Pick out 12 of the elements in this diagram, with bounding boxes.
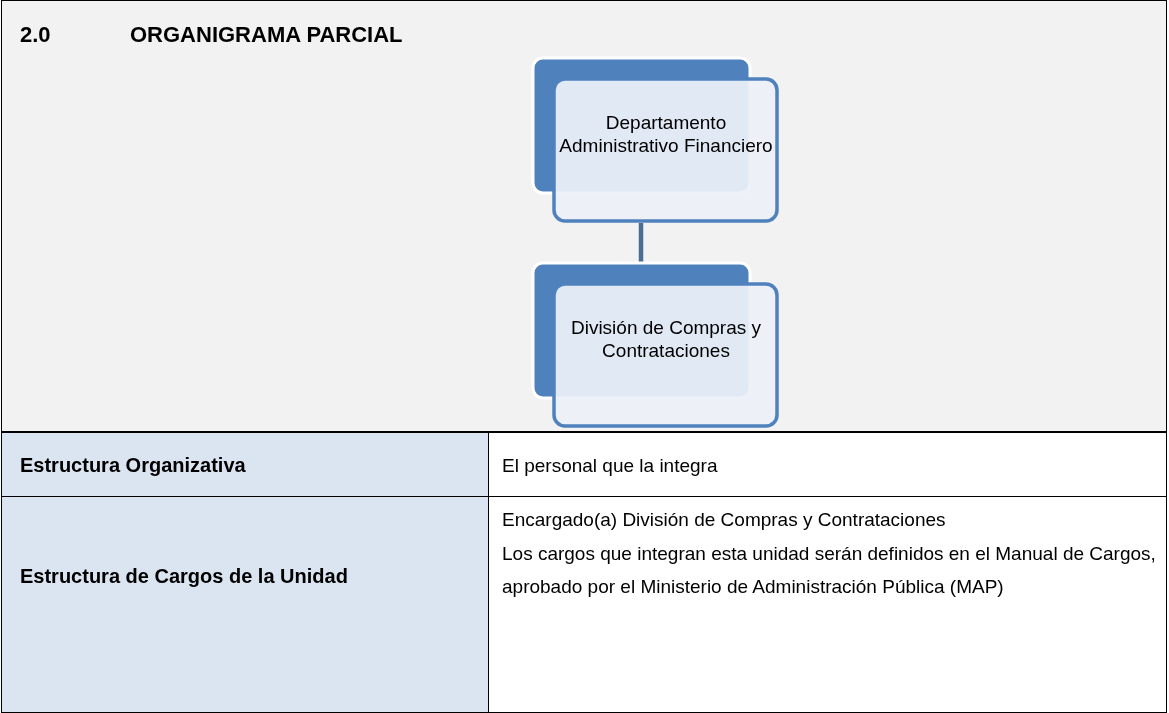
section-number: 2.0 (20, 22, 51, 48)
org-unit-box (533, 58, 779, 223)
cell-text: El personal que la integra (502, 454, 719, 478)
row-header: Estructura Organizativa (20, 453, 247, 478)
title: ORGANIGRAMA PARCIAL (130, 22, 403, 48)
row-header: Estructura de Cargos de la Unidad (20, 564, 349, 589)
unit-name: Departamento Administrativo Financiero (559, 111, 773, 157)
org-unit-box (533, 263, 779, 428)
unit-name: División de Compras y Contrataciones (569, 316, 763, 362)
cell-text: Los cargos que integran esta unidad serán definidos en el Manual de Cargos, aprobado por el Ministerio de Administración Pública (MAP) (502, 542, 1157, 599)
connector-line (638, 223, 644, 263)
cell-text: Encargado(a) División de Compras y Contrataciones (502, 508, 947, 532)
